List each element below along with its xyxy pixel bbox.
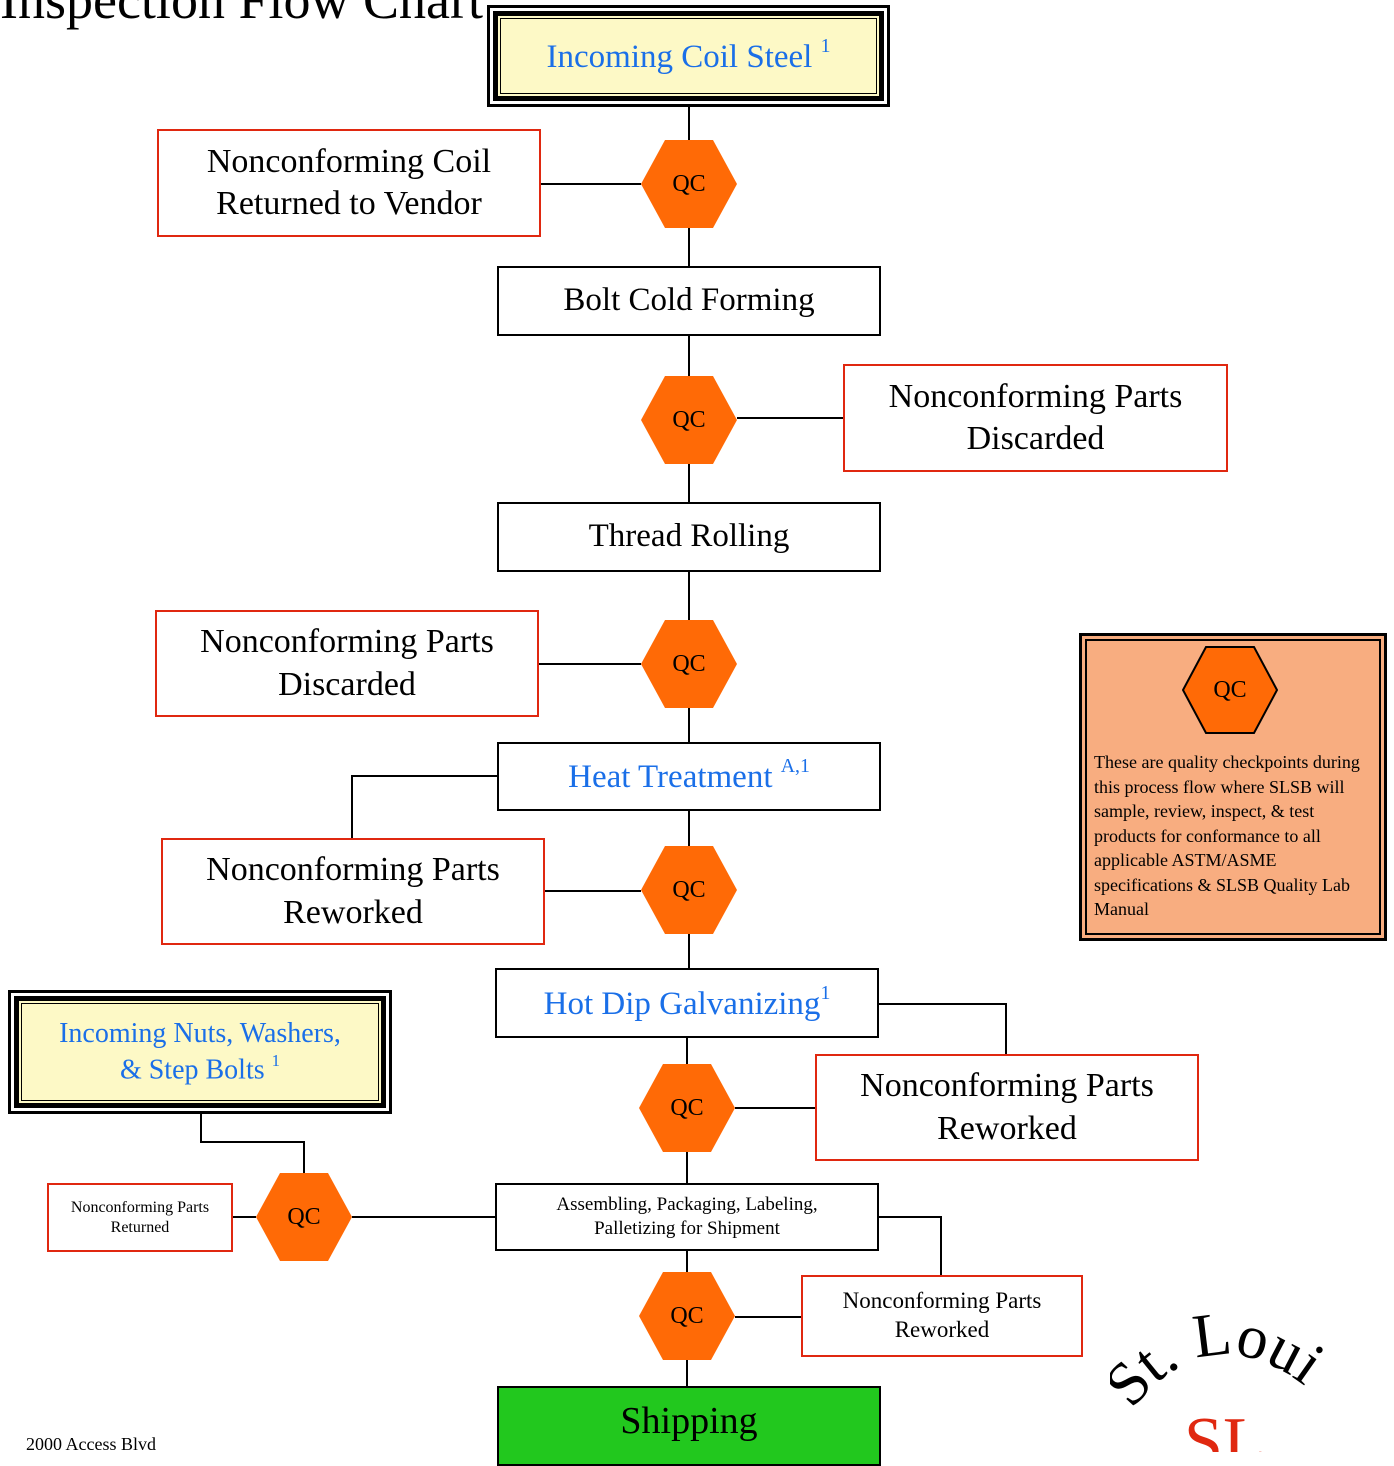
legend-qc-label: QC: [1213, 676, 1247, 703]
heat-treatment-box: Heat Treatment A,1: [497, 742, 881, 811]
assembling-packaging-box: Assembling, Packaging, Labeling,Palletiz…: [495, 1183, 879, 1251]
qc-legend-panel: QC These are quality checkpoints during …: [1079, 633, 1387, 941]
bolt-cold-forming-box: Bolt Cold Forming: [497, 266, 881, 336]
legend-description: These are quality checkpoints during thi…: [1094, 752, 1360, 919]
st-louis-logo: St. Louis SL: [1110, 1300, 1336, 1452]
hot-dip-galvanizing-label: Hot Dip Galvanizing1: [543, 981, 831, 1022]
legend-qc-hexagon: [1182, 646, 1278, 734]
qc-checkpoint-heat-treatment: QC: [641, 846, 737, 934]
qc-checkpoint-coil: QC: [641, 140, 737, 228]
incoming-coil-steel-label: Incoming Coil Steel 1: [546, 34, 831, 75]
hot-dip-galvanizing-box: Hot Dip Galvanizing1: [495, 968, 879, 1038]
heat-treatment-label: Heat Treatment A,1: [568, 755, 810, 796]
thread-rolling-box: Thread Rolling: [497, 502, 881, 572]
logo-monogram: SL: [1184, 1404, 1266, 1452]
incoming-coil-steel-box: Incoming Coil Steel 1: [493, 11, 884, 101]
qc-checkpoint-threading: QC: [641, 620, 737, 708]
incoming-nuts-washers-box: Incoming Nuts, Washers, & Step Bolts 1: [14, 996, 386, 1108]
incoming-nuts-washers-label: Incoming Nuts, Washers, & Step Bolts 1: [59, 1018, 341, 1086]
footer-address: 2000 Access Blvd: [26, 1434, 156, 1454]
logo-arc-text: St. Louis: [1110, 1300, 1336, 1419]
shipping-box: Shipping: [497, 1386, 881, 1466]
svg-text:St. Louis: St. Louis: [1110, 1300, 1336, 1419]
page-title: Inspection Flow Chart: [0, 0, 483, 30]
